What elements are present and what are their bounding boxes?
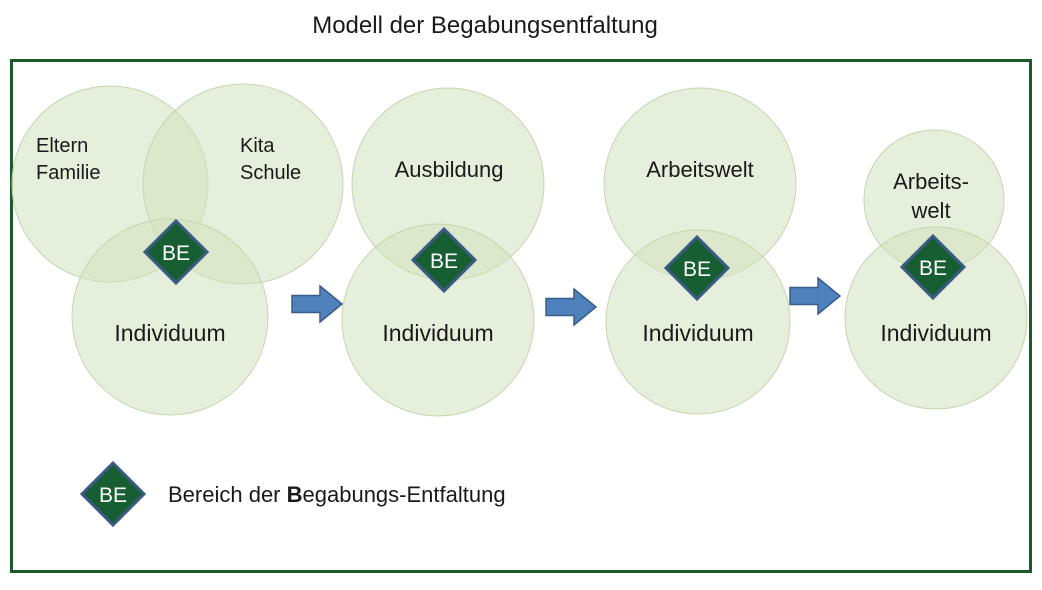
individual-circle-stage-1 — [71, 218, 269, 416]
individual-circle-stage-2 — [341, 223, 535, 417]
legend-text-prefix: Bereich der — [168, 482, 287, 507]
diagram-title: Modell der Begabungsentfaltung — [312, 12, 658, 39]
legend-text-bold: B — [286, 482, 303, 507]
environment-label-ausbildung: Ausbildung — [395, 157, 504, 182]
arrow-right-icon-2 — [545, 287, 598, 327]
be-diamond-icon — [899, 233, 967, 301]
be-badge-stage-1: BE — [142, 218, 210, 286]
legend-label: Bereich der Begabungs-Entfaltung — [168, 482, 506, 508]
be-badge-stage-4: BE — [899, 233, 967, 301]
be-badge-label: BE — [99, 484, 127, 507]
environment-label-arbeitswelt-small: Arbeits-welt — [893, 169, 969, 223]
individual-label-stage-2: Individuum — [382, 320, 493, 346]
be-badge-label: BE — [919, 257, 947, 280]
be-diamond-icon — [79, 460, 147, 528]
be-badge-label: BE — [430, 250, 458, 273]
environment-label-arbeitswelt: Arbeitswelt — [646, 157, 754, 182]
legend-be-badge: BE — [79, 460, 147, 528]
legend-text-suffix: egabungs-Entfaltung — [302, 482, 506, 507]
individual-label-stage-1: Individuum — [114, 320, 225, 346]
individual-label-stage-4: Individuum — [880, 320, 991, 346]
diagram-frame — [10, 59, 1032, 573]
be-diamond-icon — [663, 234, 731, 302]
be-diamond-icon — [410, 226, 478, 294]
be-diamond-icon — [142, 218, 210, 286]
arrow-right-icon-3 — [789, 276, 842, 316]
individual-label-stage-3: Individuum — [642, 320, 753, 346]
be-badge-label: BE — [683, 258, 711, 281]
be-badge-label: BE — [162, 242, 190, 265]
individual-circle-stage-4 — [844, 226, 1028, 410]
arrow-right-icon-1 — [291, 284, 344, 324]
be-badge-stage-2: BE — [410, 226, 478, 294]
be-badge-stage-3: BE — [663, 234, 731, 302]
individual-circle-stage-3 — [605, 229, 791, 415]
